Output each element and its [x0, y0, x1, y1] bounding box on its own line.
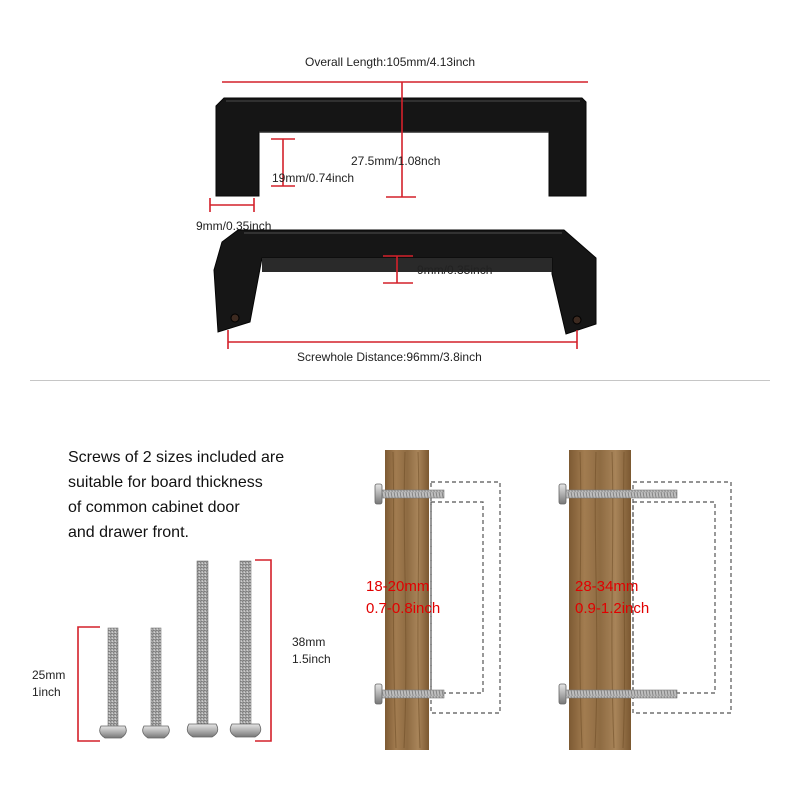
board-thin-screw-bottom	[374, 683, 445, 705]
description-line: of common cabinet door	[68, 499, 240, 516]
screwhole-distance-label: Screwhole Distance:96mm/3.8inch	[297, 350, 482, 364]
description-text: Screws of 2 sizes included are suitable …	[68, 445, 284, 545]
description-line: and drawer front.	[68, 524, 189, 541]
section-divider	[30, 380, 770, 381]
screw-long-1	[186, 560, 219, 738]
handle-side-view	[215, 97, 587, 197]
thick-board-inch-label: 0.9-1.2inch	[575, 600, 650, 617]
thin-board-inch-label: 0.7-0.8inch	[366, 600, 441, 617]
screw-short-2	[142, 627, 170, 739]
thick-board-mm-label: 28-34mm	[575, 578, 639, 595]
long-screw-mm-label: 38mm	[292, 635, 326, 649]
description-line: suitable for board thickness	[68, 474, 263, 491]
board-thick-screw-top	[558, 483, 678, 505]
bar-thickness-label: 9mm/0.35inch	[417, 263, 493, 277]
long-screw-inch-label: 1.5inch	[292, 652, 331, 666]
short-screw-mm-label: 25mm	[32, 668, 66, 682]
board-thick-screw-bottom	[558, 683, 678, 705]
height-label: 27.5mm/1.08nch	[351, 154, 441, 168]
screw-long-2	[229, 560, 262, 738]
handle-perspective-view	[213, 229, 597, 335]
screw-length-brackets	[77, 559, 272, 742]
screw-set	[99, 560, 262, 739]
short-screw-inch-label: 1inch	[32, 685, 61, 699]
screw-short-1	[99, 627, 127, 739]
board-thick	[558, 450, 732, 750]
dimension-lines	[209, 81, 588, 349]
description-line: Screws of 2 sizes included are	[68, 449, 285, 466]
bar-width-label: 9mm/0.35inch	[196, 219, 272, 233]
board-thin	[374, 450, 501, 750]
gap-label: 19mm/0.74inch	[272, 171, 355, 185]
overall-length-label: Overall Length:105mm/4.13inch	[305, 55, 476, 69]
board-thin-screw-top	[374, 483, 445, 505]
thin-board-mm-label: 18-20mm	[366, 578, 430, 595]
